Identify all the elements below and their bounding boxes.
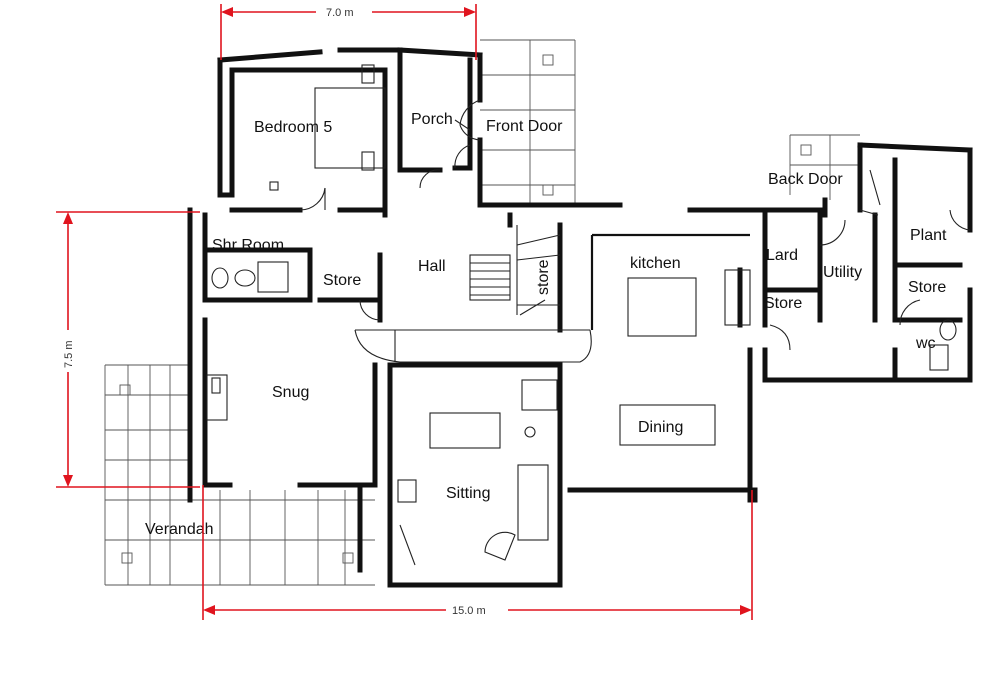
walls	[187, 47, 973, 588]
room-label-verandah: Verandah	[145, 521, 214, 538]
room-label-store-utility: Store	[908, 279, 946, 296]
room-label-sitting: Sitting	[446, 485, 490, 502]
room-label-lard: Lard	[766, 247, 798, 264]
room-label-store-hall: Store	[323, 272, 361, 289]
dimension-top: 7.0 m	[220, 4, 477, 60]
dimension-label-top: 7.0 m	[326, 7, 354, 19]
back-paving	[789, 134, 860, 200]
room-label-back-door: Back Door	[768, 171, 843, 188]
room-label-plant: Plant	[910, 227, 947, 244]
dimension-label-bottom: 15.0 m	[452, 605, 486, 617]
verandah-paving	[104, 364, 375, 586]
room-label-store-vertical: store	[535, 259, 552, 295]
room-label-store-kitchen: Store	[764, 295, 802, 312]
room-label-bedroom5: Bedroom 5	[254, 119, 332, 136]
front-paving	[480, 39, 576, 205]
room-label-kitchen: kitchen	[630, 255, 681, 272]
room-label-porch: Porch	[411, 111, 453, 128]
room-label-hall: Hall	[418, 258, 446, 275]
dimension-left: 7.5 m	[56, 211, 200, 488]
room-label-dining: Dining	[638, 419, 683, 436]
room-label-shr-room: Shr Room	[212, 237, 284, 254]
room-label-utility: Utility	[823, 264, 862, 281]
room-label-front-door: Front Door	[486, 118, 563, 135]
dimension-bottom: 15.0 m	[202, 485, 753, 620]
room-label-snug: Snug	[272, 384, 309, 401]
sketch-details	[206, 64, 971, 566]
dimension-label-left: 7.5 m	[63, 340, 75, 368]
room-label-wc: wc	[915, 335, 936, 352]
